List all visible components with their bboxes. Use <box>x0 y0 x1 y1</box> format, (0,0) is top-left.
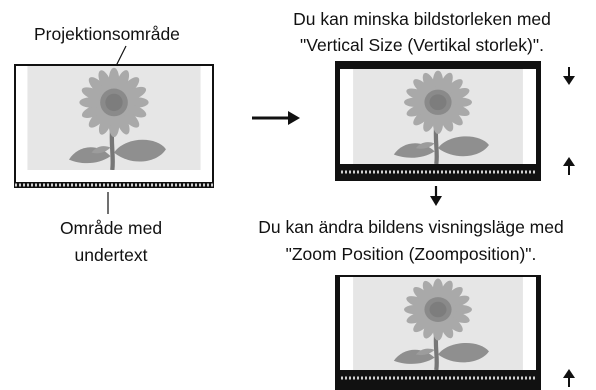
down-arrow-icon <box>430 186 442 206</box>
up-arrow-icon <box>563 157 575 175</box>
projection-area-label: Projektionsområde <box>34 24 180 44</box>
subtitle-area-label-line2: undertext <box>74 245 148 265</box>
vertical-size-image-frame <box>335 61 541 181</box>
zoom-position-text-line2: "Zoom Position (Zoomposition)". <box>285 244 537 264</box>
sunflower-image-reduced <box>340 69 536 164</box>
zoom-position-text-line1: Du kan ändra bildens visningsläge med <box>258 217 564 237</box>
subtitle-strip <box>14 182 214 188</box>
zoom-position-image-frame <box>335 275 541 390</box>
projection-area-leader-line <box>115 45 127 67</box>
subtitle-area-leader-line <box>107 192 109 214</box>
vertical-size-text: Du kan minska bildstorleken med "Vertica… <box>254 8 590 56</box>
zoom-position-text: Du kan ändra bildens visningsläge med "Z… <box>226 216 596 265</box>
right-arrow-icon <box>252 111 300 125</box>
down-arrow-icon <box>563 67 575 85</box>
subtitle-area-label-line1: Område med <box>59 218 163 238</box>
vertical-size-text-line2: "Vertical Size (Vertikal storlek)". <box>300 35 544 55</box>
original-image-frame <box>14 64 214 188</box>
subtitle-strip-reduced <box>340 169 536 176</box>
subtitle-area-label: Område med undertext <box>46 217 176 266</box>
up-arrow-icon <box>563 369 575 387</box>
vertical-size-text-line1: Du kan minska bildstorleken med <box>293 9 551 29</box>
sunflower-image <box>16 66 212 170</box>
subtitle-strip-shifted <box>340 375 536 382</box>
sunflower-image-shifted <box>340 277 536 370</box>
